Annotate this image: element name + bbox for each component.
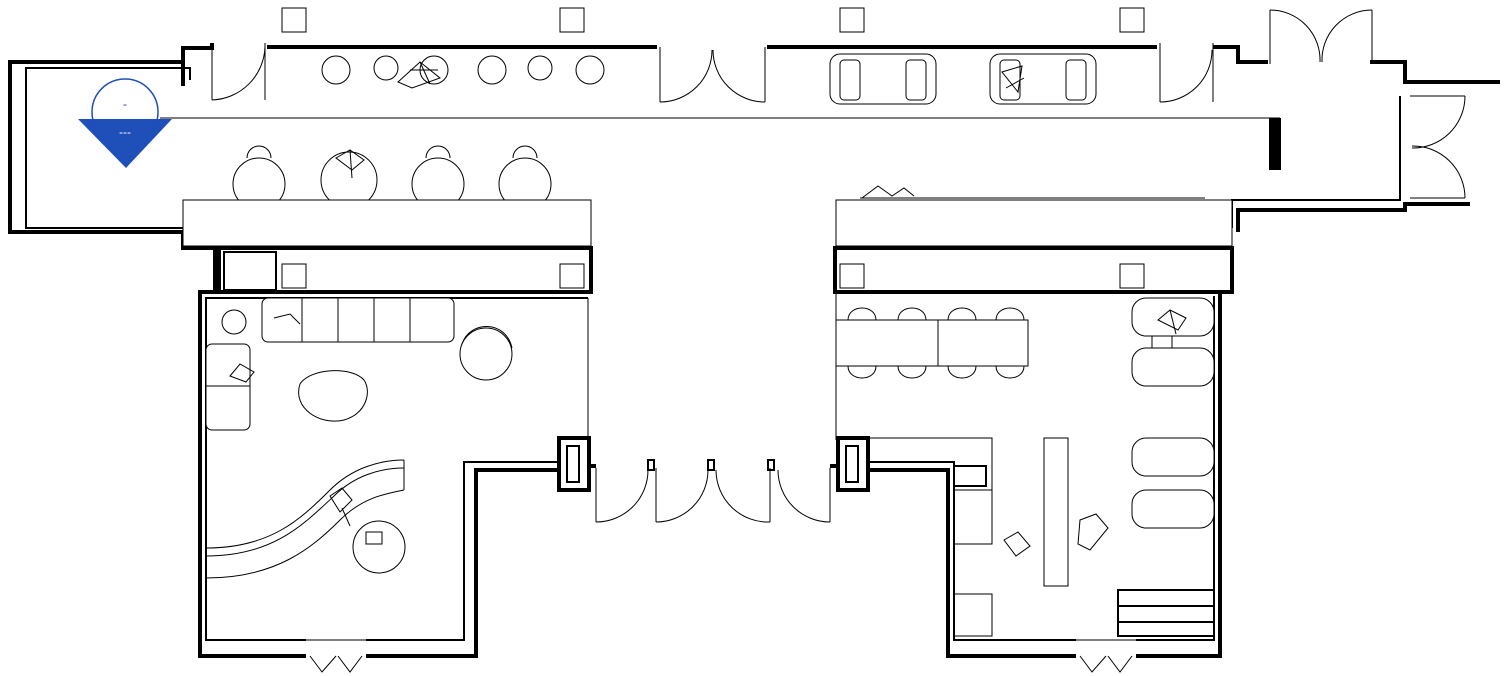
- counter-top: [835, 199, 1233, 247]
- table-icon: [373, 55, 399, 81]
- plant-icon: [861, 185, 915, 199]
- plant-icon: [229, 313, 301, 383]
- left-room-bottom-right-inner: [366, 461, 560, 641]
- column-icon: [1119, 7, 1145, 33]
- door-swing-icon: [306, 639, 366, 673]
- left-room: [198, 246, 593, 673]
- corridor-walls: [8, 43, 1500, 290]
- bar-counter-left: [182, 145, 592, 247]
- chair-icon: [459, 326, 513, 381]
- side-table-icon: [1151, 335, 1173, 349]
- sofa-icon: [1131, 297, 1215, 337]
- chair-icon: [321, 55, 351, 85]
- top-wall-run: [181, 43, 214, 62]
- table-icon: [527, 55, 553, 81]
- plant-icon: [1003, 513, 1109, 557]
- right-pilaster: [836, 436, 870, 492]
- right-room-outer-wall: [1136, 290, 1222, 658]
- shelving: [1117, 589, 1215, 637]
- column-icon: [839, 263, 865, 289]
- chair-icon: [847, 307, 1025, 321]
- column-icon: [281, 7, 307, 33]
- plant-icon: [329, 487, 353, 527]
- table-icon: [1043, 437, 1069, 587]
- elevation-view-marker: - ---: [78, 78, 172, 168]
- bar-counter-right: [835, 185, 1233, 247]
- right-room: [833, 246, 1234, 673]
- right-wall-bottom: [1236, 202, 1470, 232]
- left-upper-box: [223, 251, 277, 291]
- door-swing-icon: [595, 468, 831, 523]
- sofa-icon: [205, 343, 251, 431]
- left-room-bottom-right: [366, 468, 560, 658]
- cabinet: [953, 593, 993, 637]
- cabinet-outline: [866, 437, 993, 491]
- door-swing-icon: [1159, 43, 1214, 103]
- sofa-icon: [1131, 347, 1215, 387]
- top-doors: [211, 9, 1466, 199]
- corridor-seating: [321, 53, 1097, 105]
- door-swing-icon: [659, 47, 766, 103]
- right-room-bottom-left-inner: [866, 461, 1076, 641]
- door-swing-icon: [1269, 9, 1373, 64]
- counter-top: [182, 199, 592, 247]
- sofa-icon: [261, 297, 455, 343]
- right-room-bottom-left: [866, 468, 1076, 658]
- right-pilaster-core: [845, 445, 859, 483]
- door-swing-icon: [1076, 639, 1136, 673]
- curved-desk: [205, 459, 405, 549]
- plant-icon: [335, 149, 365, 179]
- left-room-outer-wall: [198, 290, 588, 658]
- marker-sheet-label: -: [123, 97, 127, 111]
- cabinet-box: [953, 465, 987, 487]
- plant-icon: [1157, 309, 1187, 335]
- column-icon: [281, 263, 307, 289]
- plant-icon: [1001, 65, 1025, 94]
- table-icon: [352, 520, 406, 574]
- end-wall-block: [1269, 118, 1281, 170]
- right-upper-band: [833, 246, 1234, 294]
- cabinet: [953, 489, 993, 545]
- door-swing-icon: [1410, 95, 1466, 199]
- top-wall-far-right: [1370, 60, 1500, 84]
- column-icon: [839, 7, 865, 33]
- coffee-table-icon: [298, 370, 368, 422]
- sofa-icon: [989, 53, 1097, 105]
- sofa-icon: [1131, 437, 1215, 477]
- table-icon: [221, 309, 247, 335]
- door-swing-icon: [211, 43, 266, 101]
- right-room-inner-wall: [1136, 296, 1215, 641]
- top-columns: [281, 7, 1145, 33]
- chair-icon: [575, 55, 605, 85]
- center-doors: [589, 459, 838, 523]
- envelope-icon: [365, 531, 383, 545]
- marker-number-label: ---: [119, 125, 131, 139]
- table-icon: [835, 319, 1029, 367]
- sofa-icon: [1131, 489, 1215, 529]
- chair-icon: [477, 55, 507, 85]
- plant-icon: [397, 61, 442, 89]
- column-icon: [559, 7, 585, 33]
- outer-wall-top-left: [8, 60, 217, 290]
- column-icon: [559, 263, 585, 289]
- left-pilaster-core: [566, 445, 580, 483]
- top-wall-right: [1213, 45, 1268, 64]
- column-icon: [1119, 263, 1145, 289]
- chair-icon: [847, 365, 1025, 379]
- left-upper-band: [217, 246, 593, 294]
- sofa-icon: [829, 53, 937, 105]
